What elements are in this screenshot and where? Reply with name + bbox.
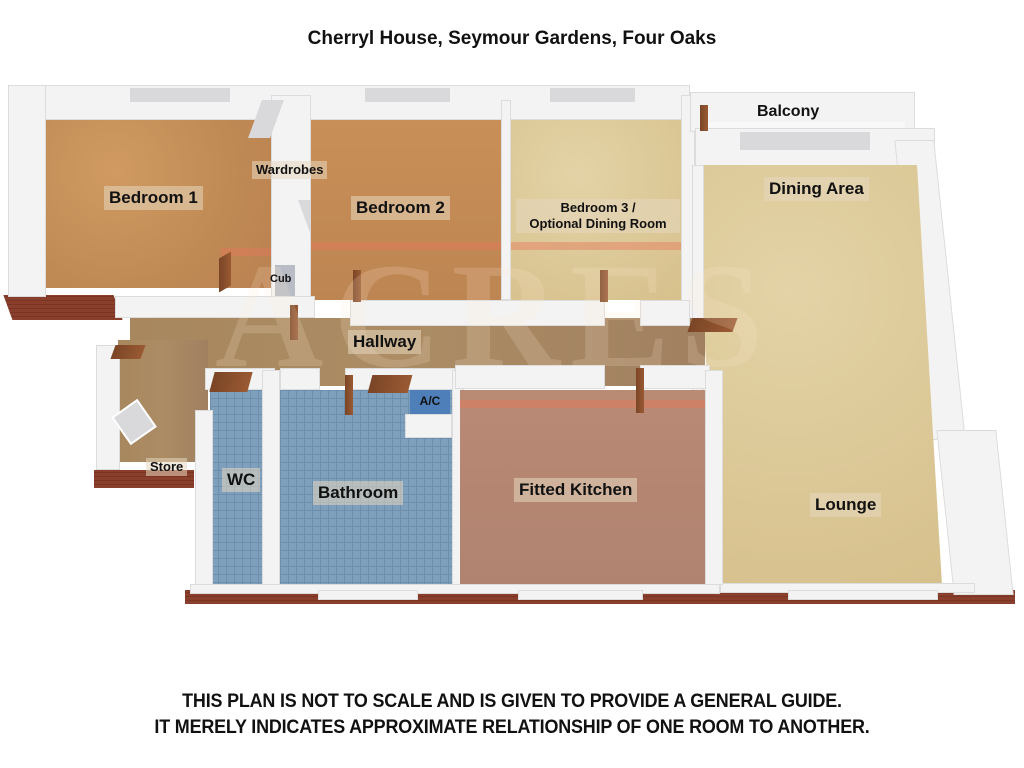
wall-hallway-top-right <box>640 300 690 326</box>
door-cupboard[interactable] <box>290 305 298 340</box>
wall-lounge-right-lower <box>936 430 1014 595</box>
wall-ac-box <box>405 414 452 438</box>
ac-label: A/C <box>419 394 441 408</box>
wall-bed2-bed3 <box>501 100 511 300</box>
wall-kitchen-top-right <box>640 365 710 389</box>
door-lounge[interactable] <box>687 318 738 332</box>
label-bedroom-3-line2: Optional Dining Room <box>529 216 667 231</box>
window-dining <box>740 132 870 150</box>
window-bedroom1 <box>130 88 230 102</box>
door-bathroom[interactable] <box>345 375 353 415</box>
label-balcony: Balcony <box>757 103 820 120</box>
disclaimer: THIS PLAN IS NOT TO SCALE AND IS GIVEN T… <box>41 688 983 740</box>
room-dining-lounge <box>692 165 942 585</box>
wall-wc-left <box>195 410 213 592</box>
door-bedroom1[interactable] <box>219 251 231 293</box>
door-wc[interactable] <box>209 372 253 392</box>
door-kitchen[interactable] <box>636 368 644 413</box>
page-title: Cherryl House, Seymour Gardens, Four Oak… <box>307 28 717 49</box>
door-bedroom3[interactable] <box>600 270 608 302</box>
label-store: Store <box>146 458 188 476</box>
wall-kitchen-top <box>455 365 605 389</box>
wall-bed3-right <box>681 95 695 330</box>
window-bedroom3 <box>550 88 635 102</box>
disclaimer-line-2: IT MERELY INDICATES APPROXIMATE RELATION… <box>154 716 870 738</box>
label-dining-area: Dining Area <box>764 177 869 201</box>
wall-kitchen-right <box>705 370 723 585</box>
label-fitted-kitchen: Fitted Kitchen <box>514 478 638 502</box>
ac-cupboard: A/C <box>410 390 450 414</box>
label-wardrobes: Wardrobes <box>252 161 328 179</box>
wall-bathroom-top <box>280 368 320 390</box>
label-wc: WC <box>222 468 261 492</box>
wall-hallway-top <box>350 300 605 326</box>
door-entrance[interactable] <box>110 345 146 359</box>
label-bathroom: Bathroom <box>313 481 404 505</box>
door-bedroom2[interactable] <box>353 270 361 302</box>
wall-hallway-left <box>115 296 315 318</box>
wall-lounge-bottom <box>720 583 975 593</box>
label-lounge: Lounge <box>810 493 882 517</box>
window-bottom-kitchen <box>518 590 643 600</box>
label-bedroom-3: Bedroom 3 / Optional Dining Room <box>516 199 680 233</box>
floor-plan: A/C ACRES Bedroom 1 Wardrobes Bedroom 2 … <box>3 85 1015 604</box>
door-ac[interactable] <box>367 375 413 393</box>
disclaimer-line-1: THIS PLAN IS NOT TO SCALE AND IS GIVEN T… <box>182 690 842 712</box>
label-bedroom-3-line1: Bedroom 3 / <box>560 200 636 215</box>
wall-bottom <box>190 584 720 594</box>
label-bedroom-1: Bedroom 1 <box>104 186 203 210</box>
label-cupboard: Cub <box>270 273 292 285</box>
wall-wc-bathroom <box>262 370 280 585</box>
wall-store-left <box>96 345 120 470</box>
wall-left-bedroom1 <box>8 85 46 297</box>
exterior-brick-left <box>3 295 123 320</box>
window-bottom-lounge <box>788 590 938 600</box>
window-bottom-bath <box>318 590 418 600</box>
window-bedroom2 <box>365 88 450 102</box>
door-balcony[interactable] <box>700 105 708 131</box>
label-bedroom-2: Bedroom 2 <box>351 196 450 220</box>
label-hallway: Hallway <box>348 330 422 354</box>
